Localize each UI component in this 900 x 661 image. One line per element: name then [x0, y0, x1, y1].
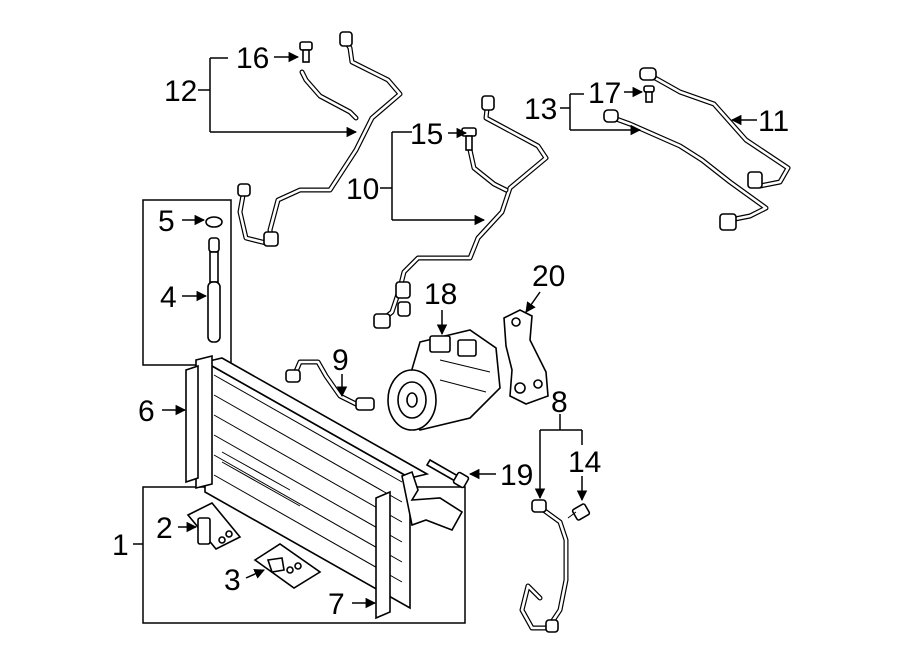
callout-7: 7	[328, 588, 345, 621]
receiver-drier	[205, 216, 223, 343]
callout-10: 10	[346, 173, 379, 206]
callout-14: 14	[568, 446, 601, 479]
valve-16	[299, 41, 313, 63]
callout-12: 12	[164, 75, 197, 108]
callout-20: 20	[532, 260, 565, 293]
side-seal-right	[375, 490, 391, 620]
side-seal-left	[185, 364, 199, 484]
callout-3: 3	[224, 564, 241, 597]
hose-9	[285, 359, 375, 411]
compressor	[387, 329, 501, 431]
condenser	[195, 354, 464, 610]
callout-11: 11	[758, 105, 789, 138]
callout-16: 16	[236, 42, 269, 75]
pipe-clamp	[253, 543, 322, 589]
mounting-bracket	[186, 501, 242, 551]
callout-8: 8	[551, 386, 568, 419]
compressor-bracket	[503, 309, 549, 405]
receiver-drier-group-box	[142, 199, 232, 366]
callout-15: 15	[410, 118, 443, 151]
callout-4: 4	[160, 281, 177, 314]
callout-18: 18	[424, 278, 457, 311]
bolt	[425, 458, 470, 489]
callout-17: 17	[588, 77, 621, 110]
valve-15	[461, 127, 477, 151]
callout-19: 19	[500, 459, 533, 492]
leader-lines	[133, 51, 757, 609]
callout-2: 2	[156, 512, 173, 545]
hose-8	[519, 499, 569, 633]
callout-5: 5	[158, 205, 175, 238]
pressure-hose-12	[237, 31, 403, 247]
callout-1: 1	[112, 529, 129, 562]
callout-6: 6	[138, 395, 155, 428]
valve-17	[643, 85, 655, 103]
callout-9: 9	[332, 344, 349, 377]
valve-14	[567, 503, 591, 521]
suction-hose-10	[373, 95, 549, 329]
callout-13: 13	[524, 93, 557, 126]
